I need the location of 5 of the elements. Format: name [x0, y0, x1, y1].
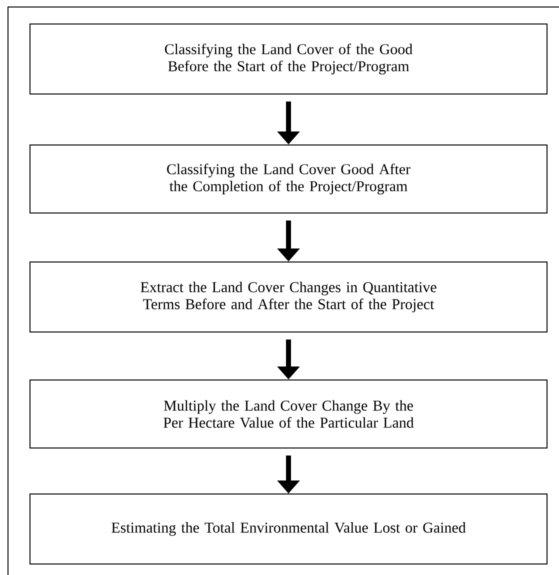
process-box: Classifying the Land Cover Good After the Completion of the Project/Program [30, 144, 548, 214]
process-box: Multiply the Land Cover Change By the Per Hectare Value of the Particular Land [30, 380, 548, 448]
process-box: Estimating the Total Environmental Value Lost or Gained [30, 494, 548, 564]
process-box: Classifying the Land Cover of the Good Before the Start of the Project/Program [30, 24, 548, 94]
process-box: Extract the Land Cover Changes in Quantitative Terms Before and After the Start of the Project [30, 262, 548, 332]
